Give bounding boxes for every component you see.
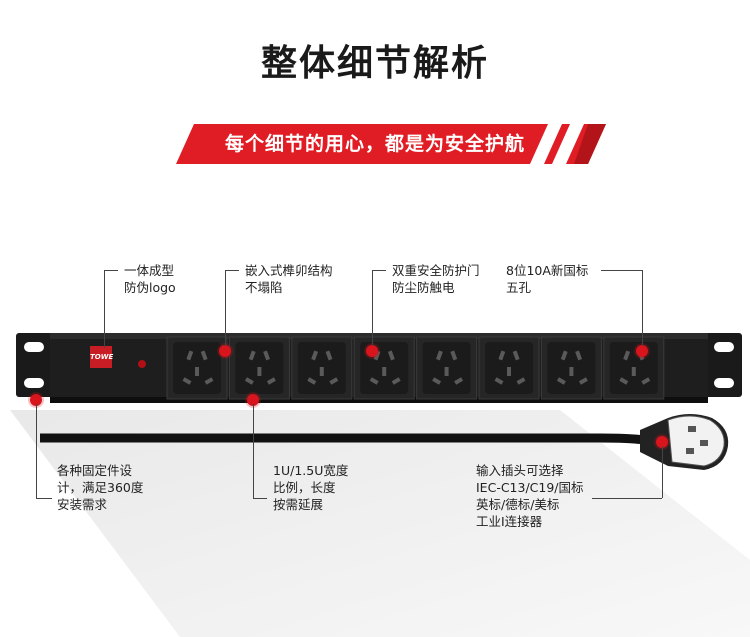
leader-line <box>642 270 643 346</box>
leader-line <box>372 270 386 271</box>
callout-dot-outlets <box>636 345 648 357</box>
leader-line <box>225 270 239 271</box>
slogan-banner <box>176 124 606 164</box>
leader-line <box>36 498 52 499</box>
callout-shutter: 双重安全防护门 防尘防触电 <box>392 263 480 295</box>
callout-dot-width <box>247 394 259 406</box>
socket-icon <box>353 336 415 400</box>
socket-icon <box>540 336 602 400</box>
callout-dot-mortise <box>219 345 231 357</box>
socket-icon <box>478 336 540 400</box>
leader-line <box>662 446 663 498</box>
callout-mounting: 各种固定件设 计，满足360度 安装需求 <box>57 463 144 512</box>
leader-line <box>36 404 37 498</box>
socket-icon <box>416 336 478 400</box>
leader-line <box>592 498 662 499</box>
callout-outlets: 8位10A新国标 五孔 <box>506 263 589 295</box>
leader-line <box>104 270 118 271</box>
slogan-text: 每个细节的用心，都是为安全护航 <box>224 133 525 155</box>
socket-icon <box>603 336 665 400</box>
leader-line <box>225 270 226 346</box>
power-cord <box>40 433 646 445</box>
leader-line <box>601 270 642 271</box>
socket-icon <box>228 336 290 400</box>
leader-line <box>253 498 267 499</box>
callout-dot-plug <box>656 436 668 448</box>
socket-icon <box>166 336 228 400</box>
indicator-light-icon <box>138 360 146 368</box>
plug-icon <box>640 414 729 470</box>
right-mount-ear <box>702 333 742 397</box>
leader-line <box>104 270 105 348</box>
leader-line <box>372 270 373 346</box>
socket-row <box>166 336 665 400</box>
callout-integrated-logo: 一体成型 防伪logo <box>124 263 176 295</box>
callout-dot-shutter <box>366 345 378 357</box>
callout-plug: 输入插头可选择 IEC-C13/C19/国标 英标/德标/美标 工业I连接器 <box>476 463 584 529</box>
socket-icon <box>291 336 353 400</box>
left-mount-ear <box>16 333 56 397</box>
leader-line <box>253 404 254 498</box>
callout-width: 1U/1.5U宽度 比例，长度 按需延展 <box>273 463 349 512</box>
brand-logo: TOWE <box>90 346 113 368</box>
callout-mortise: 嵌入式榫卯结构 不塌陷 <box>245 263 333 295</box>
callout-dot-mounting <box>30 394 42 406</box>
page-title: 整体细节解析 <box>260 43 489 84</box>
